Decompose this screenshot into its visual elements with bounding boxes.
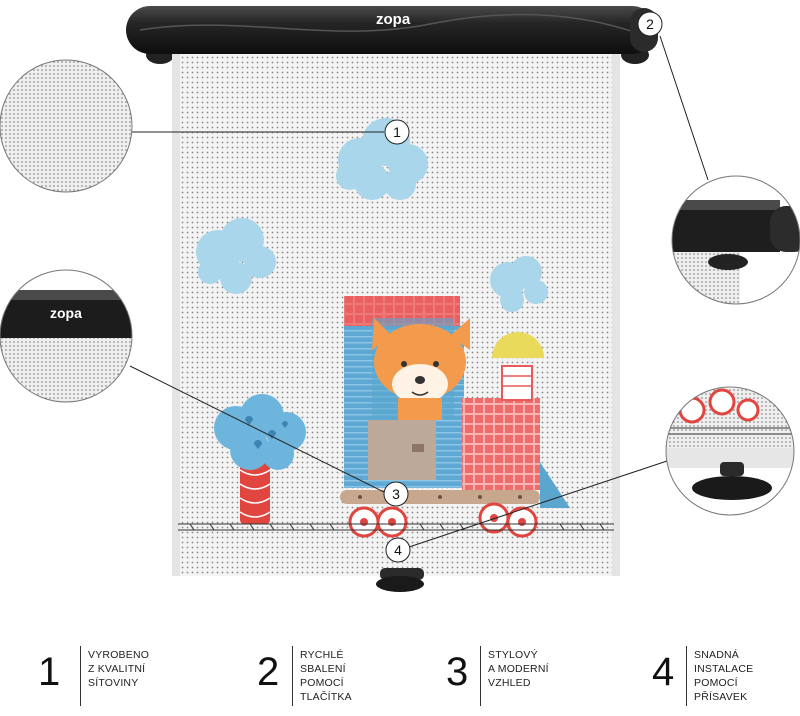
ground-track bbox=[178, 523, 614, 531]
detail-circle-mesh bbox=[0, 59, 133, 193]
legend-text: VYROBENO Z KVALITNÍ SÍTOVINY bbox=[88, 649, 150, 689]
legend-text: RYCHLÉ SBALENÍ POMOCÍ TLAČÍTKA bbox=[300, 649, 352, 703]
legend-text: STYLOVÝ A MODERNÍ VZHLED bbox=[488, 649, 549, 689]
legend-text: SNADNÁ INSTALACE POMOCÍ PŘÍSAVEK bbox=[694, 649, 754, 703]
legend-divider bbox=[686, 646, 687, 706]
legend-divider bbox=[480, 646, 481, 706]
legend-divider bbox=[292, 646, 293, 706]
callout-marker-2: 2 bbox=[637, 11, 663, 37]
cloud-right bbox=[490, 256, 548, 312]
svg-text:2: 2 bbox=[646, 16, 654, 32]
fox bbox=[372, 318, 470, 420]
tree bbox=[214, 394, 306, 524]
callout-marker-1: 1 bbox=[384, 119, 410, 145]
bottom-suction-cup bbox=[376, 568, 424, 592]
feature-legend: 1 VYROBENO Z KVALITNÍ SÍTOVINY 2 RYCHLÉ … bbox=[0, 646, 800, 706]
svg-text:3: 3 bbox=[392, 486, 400, 502]
detail-brand-logo: zopa bbox=[50, 305, 82, 321]
legend-number: 2 bbox=[257, 650, 280, 694]
product-illustration: zopa bbox=[0, 6, 800, 592]
legend-number: 3 bbox=[446, 650, 469, 694]
detail-circle-roller-end bbox=[671, 175, 800, 305]
brand-logo: zopa bbox=[376, 11, 411, 28]
callout-marker-3: 3 bbox=[383, 481, 409, 507]
detail-circle-roller-logo bbox=[0, 269, 133, 403]
detail-circle-suction-cup bbox=[665, 386, 795, 516]
cloud-left bbox=[196, 218, 276, 294]
leader-lines bbox=[129, 35, 709, 553]
legend-number: 4 bbox=[652, 650, 675, 694]
svg-text:1: 1 bbox=[393, 124, 401, 140]
svg-text:4: 4 bbox=[394, 542, 402, 558]
legend-divider bbox=[80, 646, 81, 706]
callout-marker-4: 4 bbox=[385, 537, 411, 563]
legend-number: 1 bbox=[38, 650, 61, 694]
